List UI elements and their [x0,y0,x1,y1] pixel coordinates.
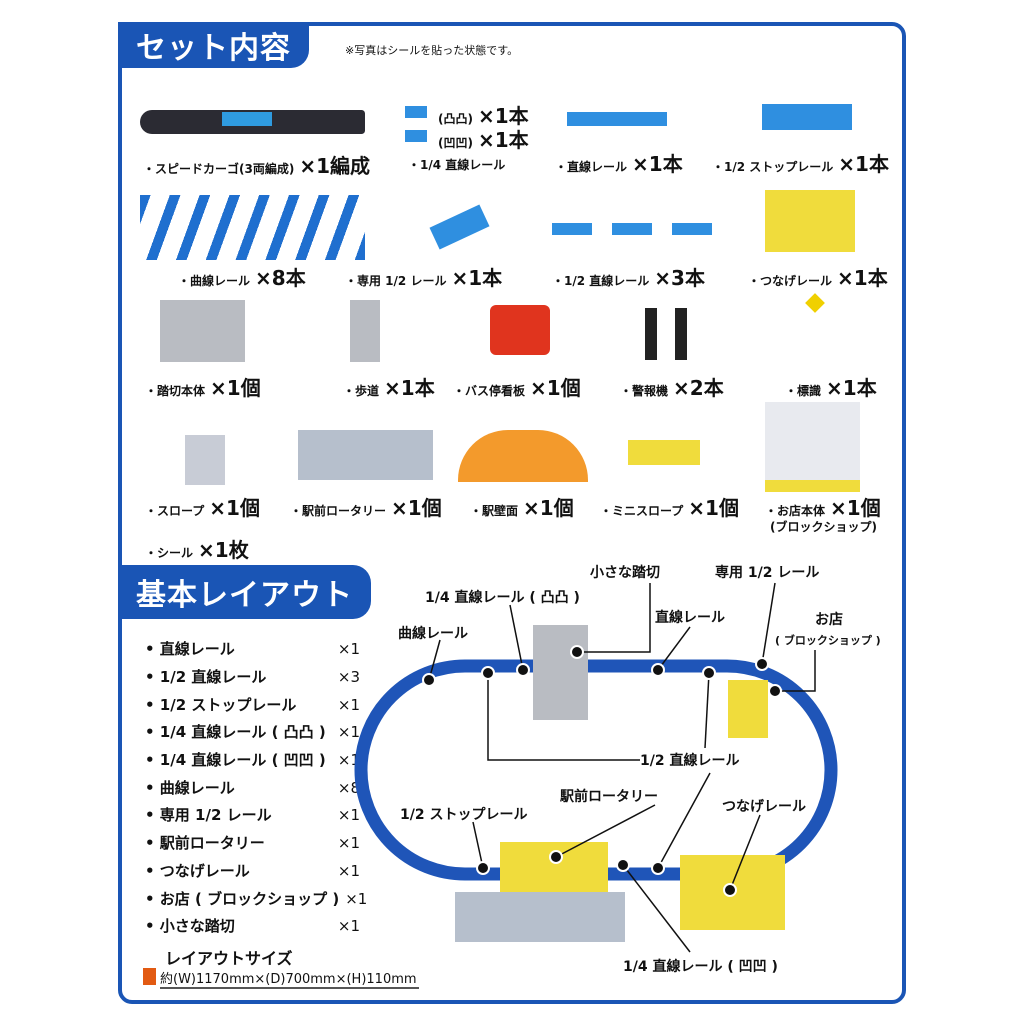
item-sticker: ・シール×1枚 [145,538,249,562]
item-quarter-concave: (凹凹)×1本 [438,128,529,152]
list-item: • 専用 1/2 レール ×1 [145,804,360,825]
list-count: ×1 [337,917,360,935]
item-shop-sub: (ブロックショップ) [770,520,877,534]
leader-dots [422,645,782,897]
list-count: ×1 [337,806,360,824]
quarter-rail-image [405,106,427,118]
callout-half-straight: 1/2 直線レール [640,753,740,769]
shop-image [765,402,860,492]
item-connect-rail: ・つなげレール×1本 [748,266,888,290]
layout-size-title: レイアウトサイズ [165,949,293,968]
list-item: • 1/2 直線レール ×3 [145,666,360,687]
list-item: • つなげレール ×1 [145,860,360,881]
half-rail-image [552,223,592,235]
list-count: ×1 [337,862,360,880]
list-label: • 1/2 直線レール [145,668,267,686]
callout-rotary: 駅前ロータリー [560,789,658,805]
bus-stop-image [490,305,550,355]
straight-rail-image [567,112,667,126]
list-label: • 曲線レール [145,779,235,797]
item-straight-rail: ・直線レール×1本 [555,152,683,176]
list-label: • お店 ( ブロックショップ ) [145,890,340,908]
connect-rail-image [765,190,855,252]
crossing-on-track [533,625,588,720]
list-label: • 専用 1/2 レール [145,806,272,824]
alarm-image [645,308,657,360]
item-station-wall: ・駅壁面×1個 [470,496,574,520]
item-rotary: ・駅前ロータリー×1個 [290,496,442,520]
list-label: • 駅前ロータリー [145,834,265,852]
list-label: • 1/2 ストップレール [145,696,297,714]
stop-rail-image [762,104,852,130]
item-sign: ・標識×1本 [785,376,877,400]
mini-slope-image [628,440,700,465]
layout-size-value: 約(W)1170mm×(D)700mm×(H)110mm [160,968,419,989]
contents-title: セット内容 [118,22,309,68]
list-item: • 1/4 直線レール ( 凹凹 ) ×1 [145,749,360,770]
list-item: • 1/2 ストップレール ×1 [145,694,360,715]
item-bus-stop: ・バス停看板×1個 [453,376,581,400]
list-count: ×1 [337,723,360,741]
item-stop-rail: ・1/2 ストップレール×1本 [712,152,889,176]
list-label: • 1/4 直線レール ( 凸凸 ) [145,723,326,741]
item-curve-rail: ・曲線レール×8本 [178,266,306,290]
list-label: • 直線レール [145,640,235,658]
callout-small-crossing: 小さな踏切 [590,565,660,581]
callout-quarter-convex: 1/4 直線レール ( 凸凸 ) [425,590,580,606]
photo-note: ※写真はシールを貼った状態です。 [345,44,519,57]
list-item: • 小さな踏切 ×1 [145,915,360,936]
layout-title: 基本レイアウト [118,565,371,619]
item-speed-cargo: ・スピードカーゴ(3両編成)×1編成 [143,154,371,178]
callout-straight: 直線レール [655,610,725,626]
list-label: • 小さな踏切 [145,917,235,935]
list-item: • お店 ( ブロックショップ ) ×1 [145,888,367,909]
leader-lines [428,582,816,953]
size-marker [143,968,156,985]
list-item: • 曲線レール ×8 [145,777,360,798]
item-quarter-rail: ・1/4 直線レール [408,158,506,172]
page-frame [118,22,906,1004]
list-count: ×1 [337,640,360,658]
callout-shop-sub: ( ブロックショップ ) [775,634,881,647]
train-image [140,110,365,134]
slope-image [185,435,225,485]
list-label: • つなげレール [145,862,250,880]
item-shop: ・お店本体×1個 [765,496,881,520]
rotary-image [298,430,433,480]
shop-on-track [728,680,768,738]
crossing-body-image [160,300,245,362]
item-mini-slope: ・ミニスロープ×1個 [600,496,739,520]
curve-rails-image [140,195,365,260]
list-count: ×8 [337,779,360,797]
list-count: ×1 [337,696,360,714]
callout-quarter-concave: 1/4 直線レール ( 凹凹 ) [623,959,778,975]
callout-curve: 曲線レール [398,626,468,642]
list-item: • 1/4 直線レール ( 凸凸 ) ×1 [145,721,360,742]
item-alarm: ・警報機×2本 [620,376,724,400]
list-label: • 1/4 直線レール ( 凹凹 ) [145,751,326,769]
quarter-rail-image [405,130,427,142]
callout-special-half: 専用 1/2 レール [715,565,820,581]
callout-connect: つなげレール [722,799,806,815]
list-count: ×1 [345,890,368,908]
item-sidewalk: ・歩道×1本 [343,376,435,400]
list-item: • 駅前ロータリー ×1 [145,832,360,853]
sidewalk-image [350,300,380,362]
callout-half-stop: 1/2 ストップレール [400,807,528,823]
list-item: • 直線レール ×1 [145,638,360,659]
list-count: ×1 [337,751,360,769]
item-quarter-convex: (凸凸)×1本 [438,104,529,128]
item-half-rail: ・1/2 直線レール×3本 [552,266,705,290]
station-base-on-track [455,892,625,942]
list-count: ×3 [337,668,360,686]
item-crossing-body: ・踏切本体×1個 [145,376,261,400]
item-slope: ・スロープ×1個 [145,496,260,520]
callout-shop: お店 [815,612,843,628]
station-wall-image [458,430,588,482]
list-count: ×1 [337,834,360,852]
item-special-rail: ・専用 1/2 レール×1本 [345,266,503,290]
